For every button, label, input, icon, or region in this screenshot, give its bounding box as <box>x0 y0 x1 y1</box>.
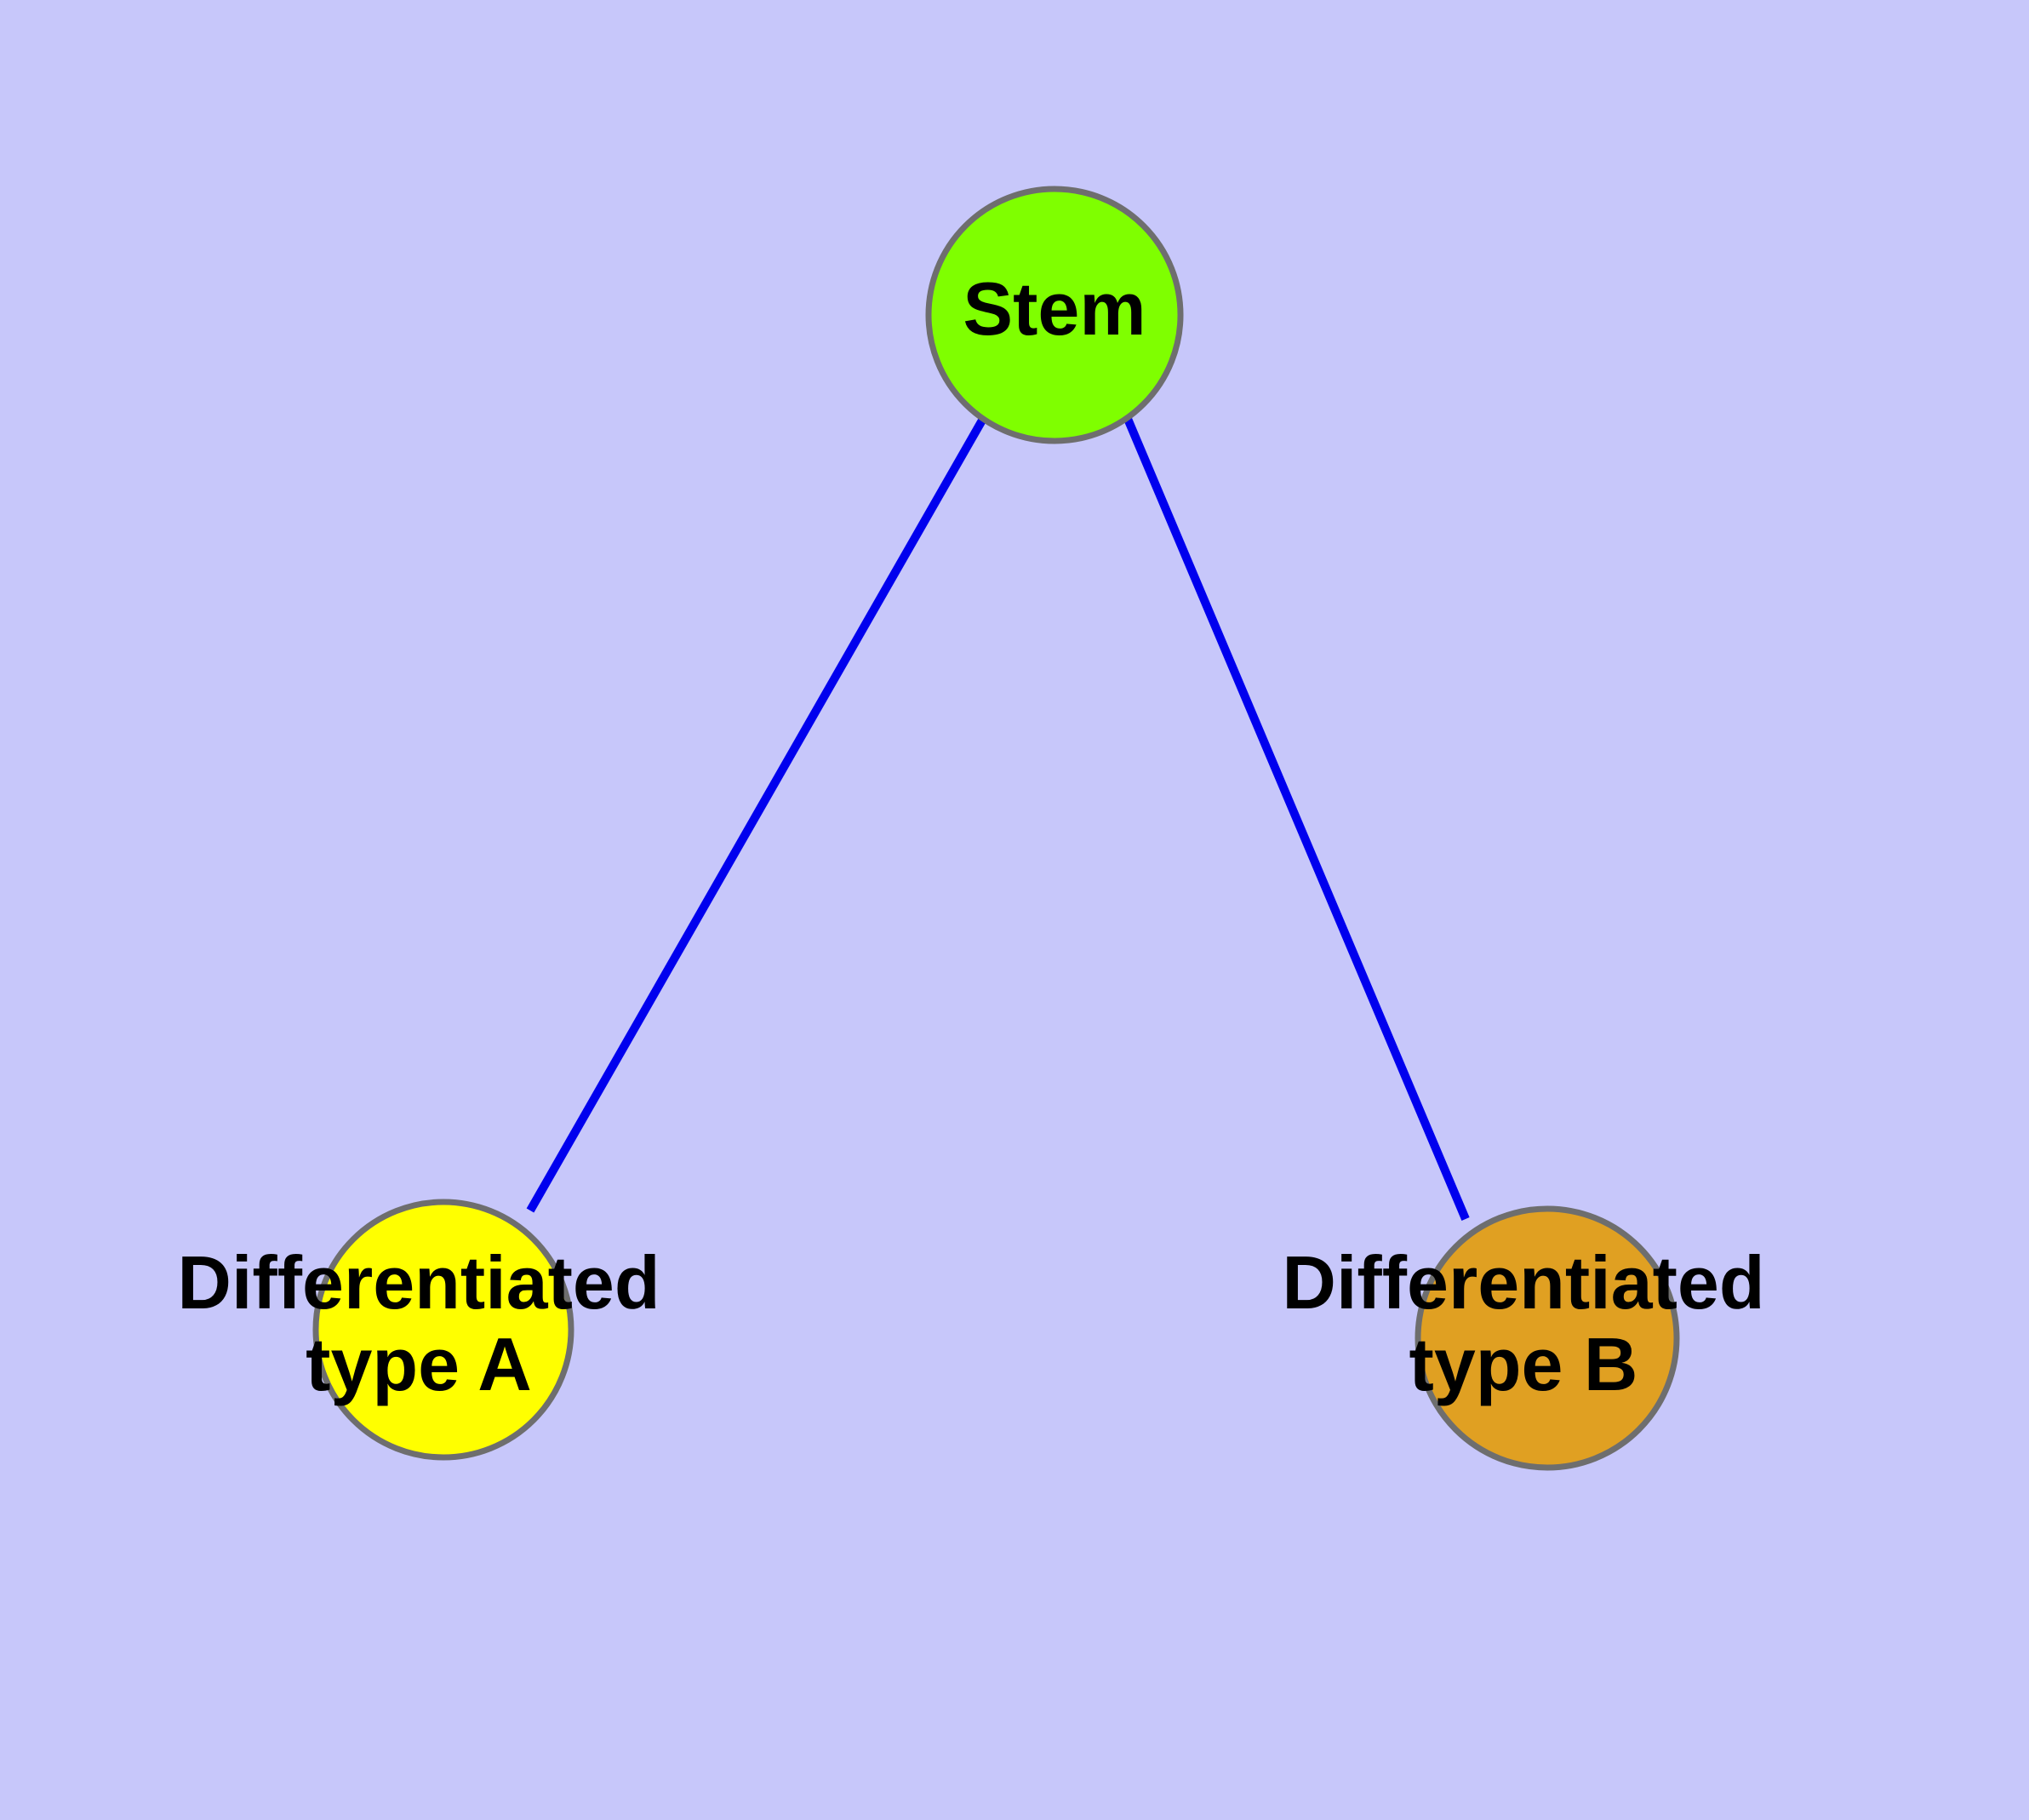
edge-stem-to-diff_b[interactable] <box>1123 417 1470 1221</box>
node-label-stem: Stem <box>963 266 1146 351</box>
node-circle-diff_b[interactable] <box>1415 1205 1680 1471</box>
node-label-line: type B <box>1409 1322 1638 1406</box>
node-label-line: Differentiated <box>177 1240 660 1325</box>
edge-stem-to-diff_a[interactable] <box>526 416 987 1213</box>
node-label-line: type A <box>306 1322 532 1406</box>
node-label-line: Differentiated <box>1282 1240 1764 1325</box>
node-stem[interactable]: Stem <box>925 186 1184 444</box>
edges-group <box>526 416 1470 1221</box>
node-circle-diff_a[interactable] <box>312 1199 574 1461</box>
node-circle-stem[interactable] <box>925 186 1184 444</box>
node-label-line: Stem <box>963 266 1146 351</box>
